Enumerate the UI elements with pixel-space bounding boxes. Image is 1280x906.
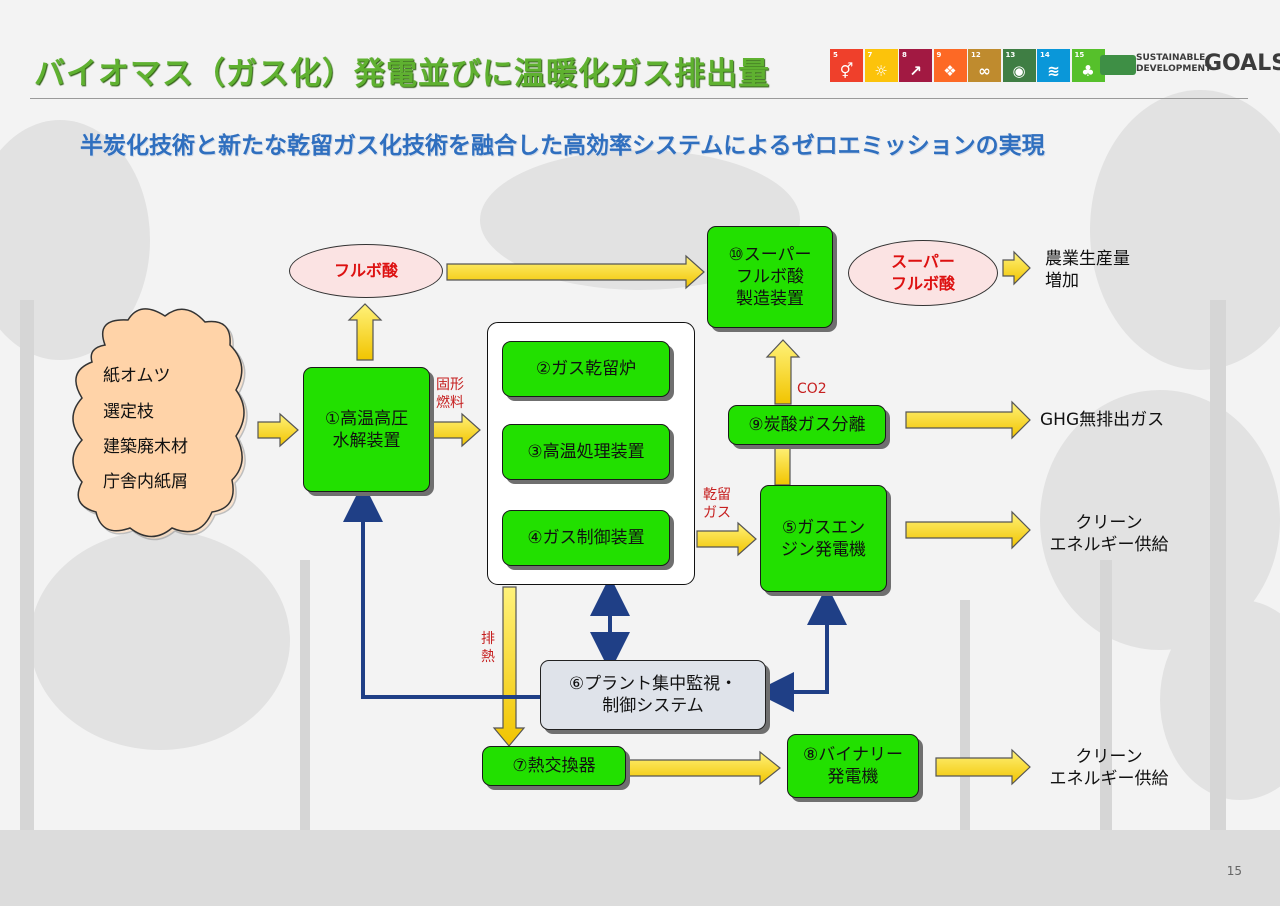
cubes-icon: ❖: [943, 62, 957, 80]
sdg-13-tile: 13 ◉: [1002, 49, 1036, 82]
box-gas-engine-generator: ⑤ガスエン ジン発電機: [760, 485, 887, 592]
box-binary-generator: ⑧バイナリー 発電機: [787, 734, 919, 798]
sdg-7-tile: 7☼: [864, 49, 898, 82]
growth-chart-icon: ↗: [909, 62, 922, 80]
sdg-5-tile: 5⚥: [830, 49, 863, 82]
sdg-logo-goals: GOALS: [1204, 51, 1280, 76]
tree-icon: ♣: [1081, 62, 1095, 80]
label-dry-distillation-gas: 乾留 ガス: [703, 487, 731, 521]
label-co2: CO2: [797, 381, 827, 397]
input-cloud: [72, 308, 248, 541]
sdg-number: 8: [902, 51, 907, 59]
sdg-logo: SUSTAINABLE DEVELOPMENT GOALS: [1100, 49, 1280, 81]
sdg-number: 9: [936, 51, 942, 59]
fulvic-acid-ellipse: フルボ酸: [289, 244, 443, 298]
title-divider: [30, 98, 1248, 99]
arrow-b9-to-ghg: [905, 400, 1031, 440]
box-hydrolysis-unit: ①高温高圧 水解装置: [303, 367, 430, 492]
arrow-container-to-b5: [696, 521, 757, 557]
box-plant-monitoring-system: ⑥プラント集中監視・ 制御システム: [540, 660, 766, 730]
arrow-b9-to-b10: [765, 339, 801, 405]
sdg-logo-text: SUSTAINABLE DEVELOPMENT: [1136, 53, 1212, 74]
output-clean-energy-1: クリーン エネルギー供給: [1049, 513, 1169, 555]
fish-icon: ≋: [1047, 62, 1060, 80]
output-ghg-free-gas: GHG無排出ガス: [1040, 410, 1165, 430]
sdg-number: 5: [833, 51, 838, 59]
sun-icon: ☼: [874, 62, 888, 80]
arrow-b5-to-b9: [774, 445, 791, 486]
input-pruned-branches: 選定枝: [103, 402, 154, 422]
sdg-9-tile: 9❖: [933, 49, 967, 82]
arrow-fulvic-to-b10: [446, 254, 705, 290]
label-solid-fuel: 固形 燃料: [436, 377, 464, 411]
sdg-wheel-icon: [1100, 55, 1136, 75]
sdg-number: 12: [971, 51, 981, 59]
infinity-icon: ∞: [978, 62, 991, 80]
output-agriculture-increase: 農業生産量 増加: [1045, 249, 1130, 291]
input-diapers: 紙オムツ: [103, 366, 171, 386]
sdg-number: 14: [1040, 51, 1050, 59]
gender-equality-icon: ⚥: [839, 62, 854, 80]
input-construction-wood: 建築廃木材: [103, 437, 188, 457]
sdg-15-tile: 15 ♣: [1071, 49, 1105, 82]
sdg-number: 7: [867, 51, 873, 59]
box-gas-carbonization-furnace: ②ガス乾留炉: [502, 341, 670, 397]
box-gas-control-unit: ④ガス制御装置: [502, 510, 670, 566]
sdg-8-tile: 8↗: [899, 49, 932, 82]
arrow-b1-to-fulvic: [347, 303, 383, 361]
arrow-super-to-agri: [1002, 250, 1031, 286]
control-line-b5: [754, 585, 847, 712]
page-subtitle: 半炭化技術と新たな乾留ガス化技術を融合した高効率システムによるゼロエミッションの…: [80, 133, 1045, 159]
arrow-b7-to-b8: [628, 750, 781, 786]
arrow-cloud-to-b1: [257, 412, 299, 448]
arrow-b1-to-container: [429, 412, 481, 448]
box-heat-exchanger: ⑦熱交換器: [482, 746, 626, 786]
label-exhaust-heat: 排 熱: [481, 631, 495, 665]
sdg-14-tile: 14 ≋: [1037, 49, 1070, 82]
arrow-b8-to-clean2: [935, 748, 1031, 786]
eye-globe-icon: ◉: [1012, 62, 1026, 80]
super-fulvic-acid-ellipse: スーパー フルボ酸: [848, 240, 998, 306]
box-super-fulvic-production: ⑩スーパー フルボ酸 製造装置: [707, 226, 833, 328]
input-office-paper: 庁舎内紙屑: [103, 472, 188, 492]
page-title: バイオマス（ガス化）発電並びに温暖化ガス排出量: [34, 56, 770, 92]
sdg-12-tile: 12 ∞: [968, 49, 1001, 82]
sdg-number: 15: [1074, 51, 1085, 59]
arrow-container-to-b7: [492, 586, 526, 747]
sdg-number: 13: [1005, 51, 1016, 59]
box-co2-separation: ⑨炭酸ガス分離: [728, 405, 886, 445]
control-line-b1: [343, 482, 541, 699]
box-high-temp-processor: ③高温処理装置: [502, 424, 670, 480]
arrow-b5-to-clean1: [905, 510, 1031, 550]
output-clean-energy-2: クリーン エネルギー供給: [1049, 747, 1169, 789]
page-number: 15: [1226, 864, 1242, 878]
